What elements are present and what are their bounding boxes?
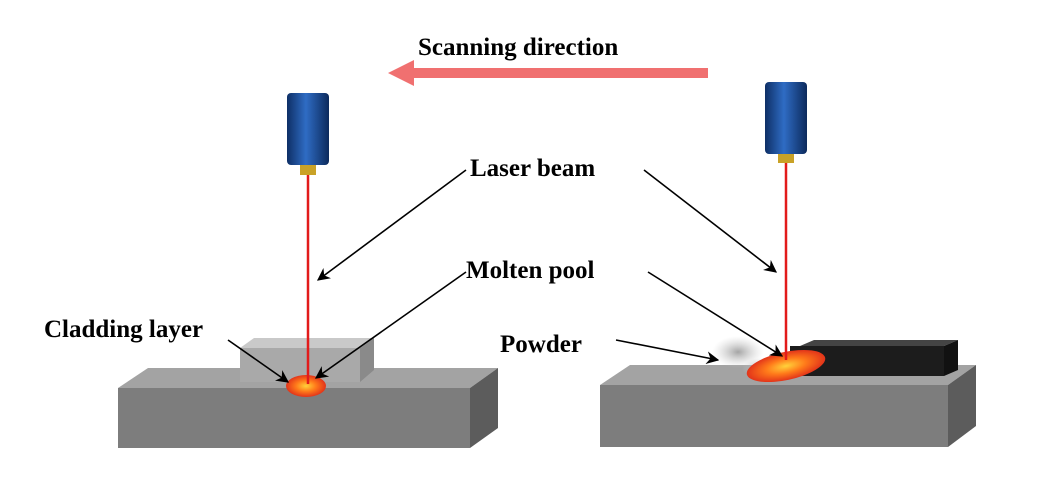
leader-pool-right: [647, 271, 784, 357]
left-nozzle-tip: [300, 165, 316, 175]
left-nozzle-icon: [287, 93, 329, 175]
leader-cladding: [227, 339, 290, 383]
right-nozzle-icon: [765, 82, 807, 163]
clad-track-side: [944, 340, 958, 376]
cladding-side: [360, 338, 374, 382]
left-substrate-side: [470, 368, 498, 448]
arrow-head: [388, 60, 414, 86]
cladding-layer-label: Cladding layer: [44, 316, 203, 343]
clad-track-top: [800, 340, 958, 346]
right-nozzle-tip: [778, 154, 794, 163]
left-nozzle-body: [287, 93, 329, 165]
left-setup: [118, 93, 498, 448]
right-setup: [600, 82, 976, 447]
leader-laser-left: [316, 169, 467, 281]
right-substrate-front: [600, 385, 948, 447]
leader-arrows: [227, 169, 784, 383]
left-molten-pool: [286, 375, 326, 397]
scanning-direction-arrow: [388, 60, 708, 86]
scanning-direction-label: Scanning direction: [418, 34, 618, 61]
arrow-shaft: [408, 68, 708, 78]
right-molten-pool: [746, 349, 826, 383]
leader-laser-right: [643, 169, 778, 273]
leader-powder: [615, 339, 720, 365]
molten-pool-label: Molten pool: [466, 257, 595, 284]
leader-pool-left: [314, 271, 467, 379]
right-nozzle-body: [765, 82, 807, 154]
powder-label: Powder: [500, 331, 582, 358]
left-substrate-front: [118, 388, 470, 448]
right-substrate-side: [948, 365, 976, 447]
laser-beam-label: Laser beam: [470, 155, 595, 182]
left-substrate: [118, 368, 498, 448]
clad-track-front: [790, 346, 944, 376]
right-clad-track: [790, 340, 958, 376]
